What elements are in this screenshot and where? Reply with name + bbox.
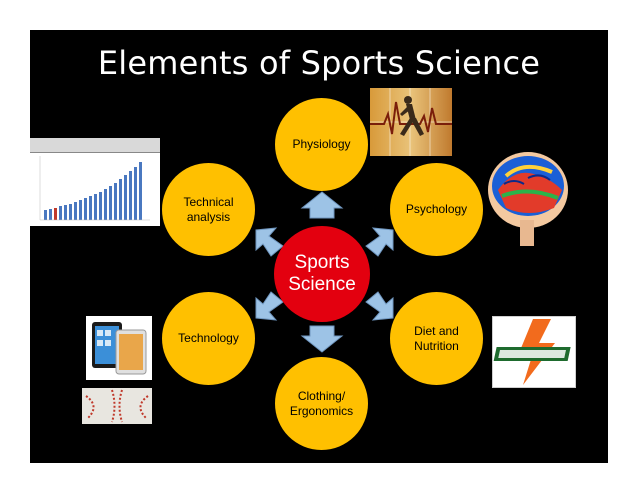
center-label-line2: Science: [288, 274, 356, 295]
node-clothing-label-line1: Clothing/: [297, 388, 346, 403]
sabermetrics-banner: [30, 138, 160, 153]
node-diet-label-line1: Diet and: [414, 323, 459, 338]
node-physiology: Physiology: [275, 98, 368, 191]
node-clothing-label-line2: Ergonomics: [289, 403, 354, 418]
node-technical-label-line1: Technical: [183, 194, 234, 209]
sabermetrics-image: [30, 138, 160, 226]
ipad-image: [86, 316, 152, 380]
slide-title: Elements of Sports Science: [97, 44, 541, 82]
runner-heartbeat-image: [370, 88, 452, 156]
baseball-image: [82, 388, 152, 424]
arrow-upper-right: [365, 227, 394, 257]
node-technology-label: Technology: [178, 331, 239, 345]
node-technical-label-line2: analysis: [186, 209, 231, 224]
brain-image: [484, 138, 576, 248]
center-label-line1: Sports: [294, 252, 350, 273]
arrow-upper-left: [255, 227, 284, 257]
gatorade-logo-image: [492, 316, 576, 388]
node-technical-analysis: Technical analysis: [162, 163, 255, 256]
node-diet-nutrition: Diet and Nutrition: [390, 292, 483, 385]
node-technology: Technology: [162, 292, 255, 385]
center-node: Sports Science: [274, 226, 370, 322]
arrow-up: [300, 191, 344, 219]
arrow-lower-right: [365, 291, 394, 321]
node-psychology-label: Psychology: [405, 202, 468, 216]
node-physiology-label: Physiology: [292, 137, 351, 151]
node-diet-label-line2: Nutrition: [414, 338, 459, 353]
arrow-down: [300, 325, 344, 353]
node-clothing-ergonomics: Clothing/ Ergonomics: [275, 357, 368, 450]
node-psychology: Psychology: [390, 163, 483, 256]
arrows-layer: [255, 191, 394, 353]
slide: Elements of Sports Science Sports Scienc…: [30, 30, 608, 463]
arrow-lower-left: [255, 291, 284, 321]
